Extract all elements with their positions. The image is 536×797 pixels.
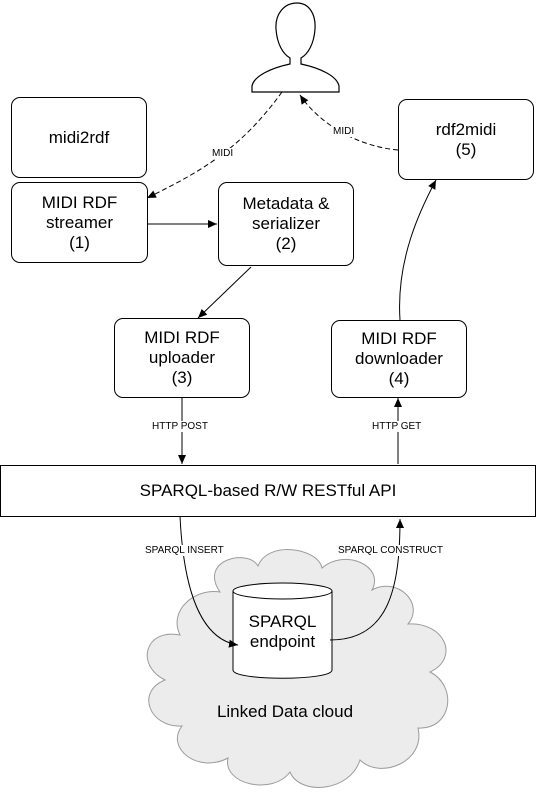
arrow-serializer-to-uploader bbox=[197, 266, 252, 319]
edge-label-sparql-construct: SPARQL CONSTRUCT bbox=[336, 545, 446, 556]
streamer-line-2: streamer bbox=[45, 212, 114, 232]
box-midi-rdf-streamer: MIDI RDF streamer (1) bbox=[11, 182, 148, 263]
edge-label-http-post: HTTP POST bbox=[150, 421, 210, 432]
uploader-line-2: uploader bbox=[148, 348, 216, 367]
cloud-label: Linked Data cloud bbox=[216, 702, 354, 721]
edge-label-midi-left: MIDI bbox=[210, 148, 236, 159]
box-midi2rdf-label: midi2rdf bbox=[48, 127, 110, 147]
box-midi2rdf: midi2rdf bbox=[11, 97, 147, 178]
uploader-line-3: (3) bbox=[171, 368, 193, 387]
rdf2midi-line-2: (5) bbox=[455, 139, 477, 159]
box-midi-rdf-downloader: MIDI RDF downloader (4) bbox=[331, 320, 467, 398]
streamer-line-3: (1) bbox=[69, 232, 90, 252]
sparql-endpoint-cylinder bbox=[232, 582, 333, 679]
serializer-line-3: (2) bbox=[275, 234, 297, 253]
downloader-line-3: (4) bbox=[388, 369, 410, 388]
downloader-line-1: MIDI RDF bbox=[361, 329, 437, 348]
serializer-line-2: serializer bbox=[251, 214, 321, 233]
box-rdf2midi: rdf2midi (5) bbox=[398, 99, 534, 180]
box-sparql-restful-api: SPARQL-based R/W RESTful API bbox=[0, 465, 536, 517]
endpoint-line-2: endpoint bbox=[249, 632, 316, 651]
serializer-line-1: Metadata & bbox=[242, 194, 330, 213]
user-icon bbox=[251, 2, 340, 93]
endpoint-line-1: SPARQL bbox=[248, 612, 317, 631]
api-label: SPARQL-based R/W RESTful API bbox=[139, 481, 397, 500]
arrow-rdf2midi-to-user bbox=[299, 94, 399, 151]
sparql-endpoint-label: SPARQL endpoint bbox=[233, 612, 332, 652]
box-midi-rdf-uploader: MIDI RDF uploader (3) bbox=[114, 318, 250, 398]
uploader-line-1: MIDI RDF bbox=[144, 328, 220, 347]
edge-label-midi-right: MIDI bbox=[331, 126, 357, 137]
arrow-api-to-endpoint bbox=[179, 515, 239, 648]
edge-label-http-get: HTTP GET bbox=[370, 421, 424, 432]
streamer-line-1: MIDI RDF bbox=[41, 192, 118, 212]
downloader-line-2: downloader bbox=[355, 349, 443, 368]
box-metadata-serializer: Metadata & serializer (2) bbox=[218, 182, 354, 266]
arrow-downloader-to-rdf2midi bbox=[399, 179, 437, 321]
rdf2midi-line-1: rdf2midi bbox=[435, 119, 497, 139]
arrow-endpoint-to-api bbox=[329, 518, 404, 641]
edge-label-sparql-insert: SPARQL INSERT bbox=[143, 545, 226, 556]
